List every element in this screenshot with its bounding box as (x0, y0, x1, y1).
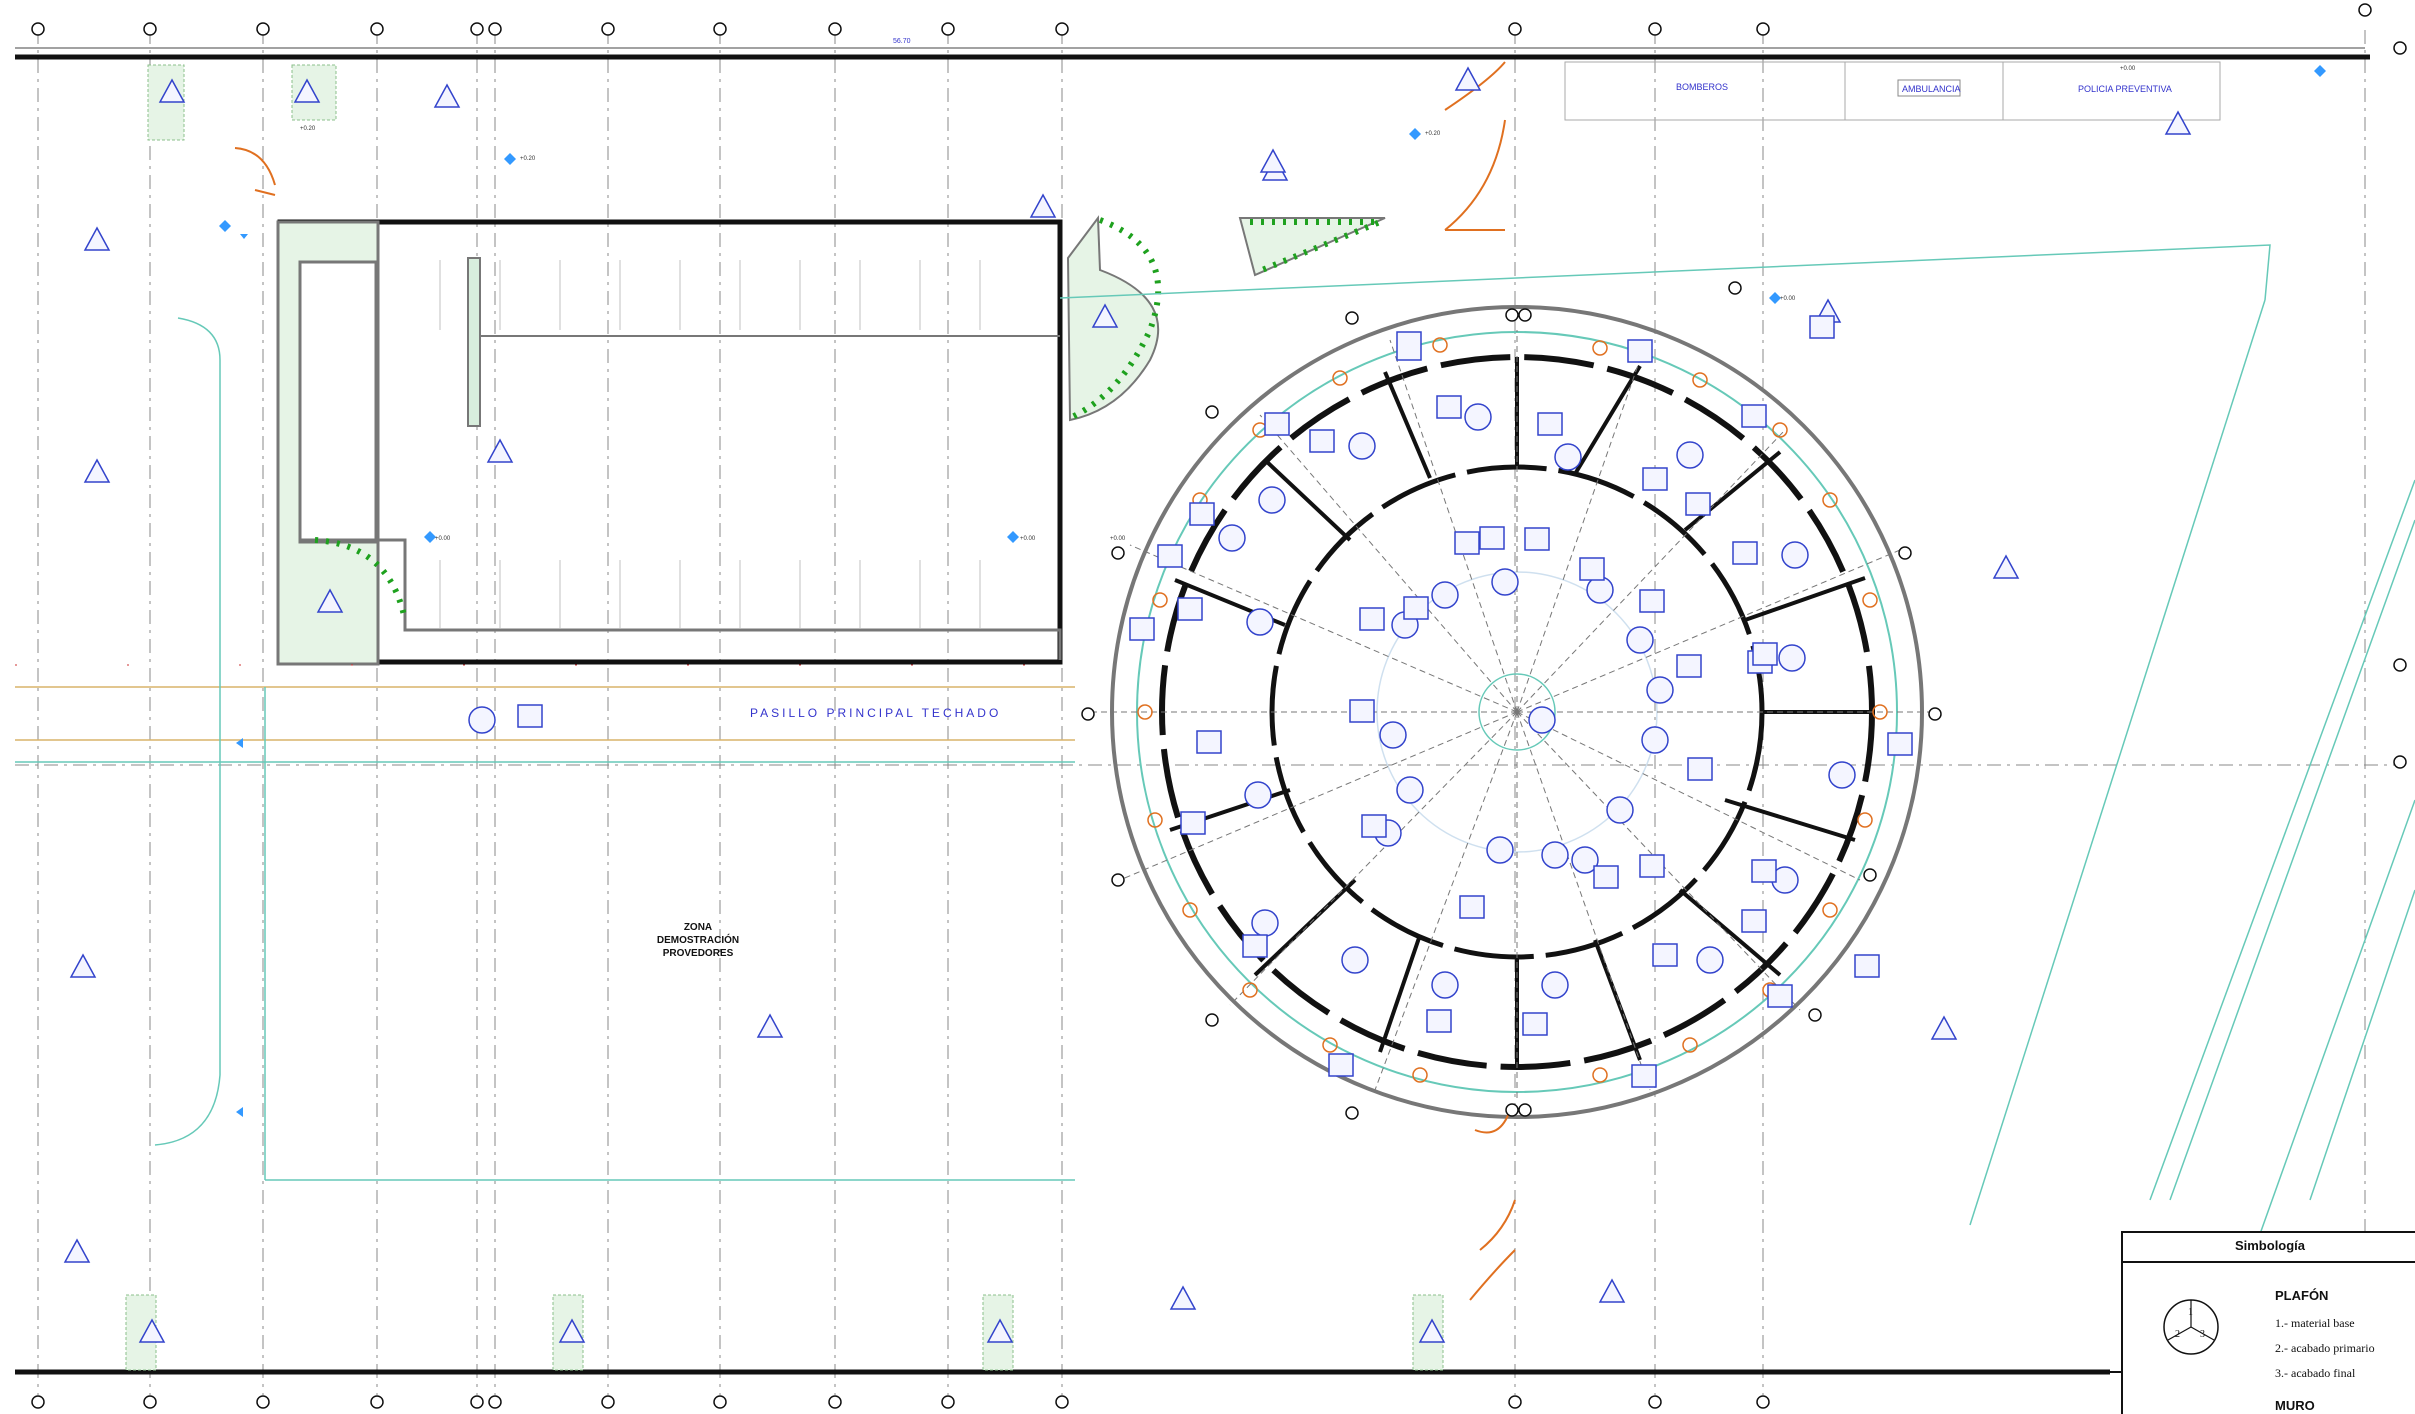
right-road (1059, 244, 2415, 1291)
bomberos-label: BOMBEROS (1676, 82, 1728, 92)
svg-text:+0.00: +0.00 (435, 536, 451, 542)
svg-text:+0.20: +0.20 (1425, 131, 1441, 137)
legend-item-2: 2.- acabado primario (2275, 1341, 2375, 1355)
door-swings (234, 61, 1516, 1301)
legend-next-section: MURO (2275, 1398, 2315, 1413)
parking-stalls (439, 260, 981, 628)
ambulancia-label: AMBULANCIA (1902, 84, 1961, 94)
column-grid (15, 30, 2400, 1395)
main-corridor (15, 664, 1075, 1181)
corridor-arrow-2 (236, 1107, 243, 1117)
legend-box (2121, 1231, 2415, 1414)
policia-label: POLICIA PREVENTIVA (2078, 84, 2172, 94)
site-boundary (15, 47, 2370, 1375)
svg-text:+0.20: +0.20 (300, 126, 316, 132)
floor-finish-markers (63, 66, 2192, 1343)
corridor-label: PASILLO PRINCIPAL TECHADO (750, 706, 1001, 720)
svg-text:+0.00: +0.00 (1110, 536, 1126, 542)
emergency-services (1564, 61, 2221, 121)
top-dimension: 56.70 (893, 38, 911, 45)
legend-title: Simbología (2235, 1238, 2306, 1253)
svg-text:+0.00: +0.00 (2120, 66, 2136, 72)
wall-finish-markers (517, 315, 1913, 1088)
svg-text:+0.20: +0.20 (520, 156, 536, 162)
zona-line2: DEMOSTRACIÓN (657, 933, 739, 946)
zona-line3: PROVEDORES (663, 948, 734, 959)
corridor-arrow (236, 738, 243, 748)
ceiling-symbols (468, 403, 1856, 999)
pavilion-grid-bubbles (1081, 281, 1942, 1120)
radial-guides (1090, 330, 1935, 1100)
svg-text:+0.00: +0.00 (1020, 536, 1036, 542)
zona-line1: ZONA (684, 922, 712, 933)
legend-item-3: 3.- acabado final (2275, 1366, 2356, 1380)
level-texts: +0.20 +0.20 +0.20 +0.00 +0.00 +0.00 +0.0… (300, 66, 2136, 542)
legend-symbol-1: 1 (2188, 1307, 2193, 1318)
legend-section: PLAFÓN (2275, 1288, 2328, 1303)
parking-block (276, 215, 1386, 666)
grid-bubbles (31, 3, 2407, 1409)
legend-item-1: 1.- material base (2275, 1316, 2355, 1330)
legend-symbol-3: 3 (2200, 1329, 2205, 1340)
pavilion-planters (1137, 337, 1888, 1083)
svg-text:+0.00: +0.00 (1780, 296, 1796, 302)
left-zone-outline (154, 317, 221, 1146)
level-markers (219, 65, 2326, 543)
legend-symbol-2: 2 (2175, 1329, 2180, 1340)
